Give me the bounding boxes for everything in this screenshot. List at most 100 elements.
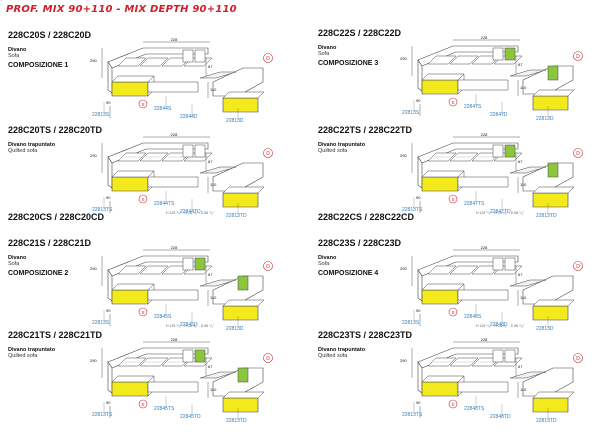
middle-seat	[147, 289, 199, 301]
back-cushion	[182, 49, 194, 63]
marker-s-label: S	[141, 102, 144, 107]
back-cushion	[504, 144, 516, 158]
width-dimension: 228	[481, 133, 488, 137]
marker-d	[573, 51, 583, 61]
seat-depth-dimension: 110	[210, 295, 217, 300]
module-code: 22845TD	[180, 414, 201, 420]
type-label-en: Sofa	[318, 51, 330, 57]
marker-s-label: S	[451, 402, 454, 407]
middle-seat	[457, 381, 509, 393]
model-code: 228C21TS / 228C21TD	[8, 330, 103, 340]
header-left: PROF. MIX 90+110	[6, 4, 113, 15]
seat-depth-dimension: 110	[520, 387, 527, 392]
seat-cushion	[427, 265, 457, 275]
highlight-module-left	[421, 289, 459, 305]
type-label-en: Sofa	[8, 53, 20, 59]
model-code: 228C20TS / 228C20TD	[8, 125, 103, 135]
page-header: PROF. MIX 90+110 - MIX DEPTH 90+110	[6, 4, 237, 15]
back-cushion	[504, 47, 516, 61]
sofa-armrest	[107, 61, 113, 94]
highlight-backrest-right	[547, 65, 559, 81]
type-label-it: Divano trapuntato	[8, 142, 56, 148]
type-label-en: Quilted sofa	[8, 148, 38, 154]
marker-d-label: D	[576, 264, 580, 270]
marker-s-label: S	[141, 310, 144, 315]
back-cushion	[194, 349, 206, 363]
seat-cushion	[449, 265, 479, 275]
highlight-module-left	[421, 176, 459, 192]
back-cushion	[492, 349, 504, 363]
highlight-module-right	[532, 95, 569, 111]
sofa-armrest	[417, 59, 423, 92]
marker-d	[573, 261, 583, 271]
marker-s	[138, 194, 148, 204]
marker-s-label: S	[141, 402, 144, 407]
height-dimension: 67	[208, 272, 213, 277]
header-right: MIX DEPTH 90+110	[124, 4, 237, 15]
module-depth-dimension: 90	[416, 98, 421, 103]
height-dimension: 67	[208, 64, 213, 69]
width-dimension: 228	[171, 338, 178, 342]
sofa-armrest	[417, 269, 423, 302]
type-label-en: Quilted sofa	[318, 148, 348, 154]
highlight-module-left	[111, 381, 149, 397]
model-code: 228C22TS / 228C22TD	[318, 125, 413, 135]
back-cushion	[194, 257, 206, 271]
middle-seat	[457, 289, 509, 301]
platform	[199, 166, 237, 174]
module-code: 22848D	[490, 322, 508, 328]
module-code: 22813TD	[226, 213, 247, 219]
height-dimension: 67	[518, 364, 523, 369]
highlight-module-left	[111, 81, 149, 97]
platform	[509, 371, 547, 379]
module-code: 22813S	[92, 320, 110, 326]
marker-s-label: S	[451, 100, 454, 105]
marker-d	[263, 148, 273, 158]
seat-cushion	[449, 55, 479, 65]
right-module	[212, 67, 264, 97]
height-dimension: 67	[518, 159, 523, 164]
depth-dimension: 290	[400, 153, 407, 158]
highlight-module-left	[111, 289, 149, 305]
marker-s	[138, 399, 148, 409]
back-cushion	[182, 144, 194, 158]
imperial-dimensions: H 129 ⁵/₈" - H 26 ³/₈" - D 86 ⁵/₈"	[476, 211, 525, 215]
model-code: 228C22S / 228C22D	[318, 28, 402, 38]
type-label-en: Sofa	[8, 261, 20, 267]
model-code: 228C23TS / 228C23TD	[318, 330, 413, 340]
back-cushion	[504, 257, 516, 271]
module-code: 22813S	[92, 112, 110, 118]
model-code: 228C20S / 228C20D	[8, 30, 92, 40]
back-cushion	[492, 257, 504, 271]
platform	[509, 166, 547, 174]
middle-seat	[147, 81, 199, 93]
height-dimension: 67	[518, 272, 523, 277]
module-code: 22848TD	[490, 414, 511, 420]
module-code: 22813D	[226, 326, 244, 332]
seat-depth-dimension: 110	[210, 182, 217, 187]
seat-cushion	[117, 57, 147, 67]
marker-s	[138, 99, 148, 109]
back-cushion	[194, 49, 206, 63]
module-depth-dimension: 90	[106, 400, 111, 405]
width-dimension: 228	[171, 133, 178, 137]
highlight-module-left	[111, 176, 149, 192]
marker-d	[263, 353, 273, 363]
depth-dimension: 290	[90, 358, 97, 363]
back-cushion	[194, 144, 206, 158]
platform	[199, 371, 237, 379]
module-code: 22813TS	[402, 207, 423, 213]
width-dimension: 228	[481, 338, 488, 342]
module-code: 22813D	[536, 326, 554, 332]
middle-seat	[457, 79, 509, 91]
marker-d-label: D	[266, 56, 270, 62]
marker-d-label: D	[266, 264, 270, 270]
marker-d-label: D	[576, 356, 580, 362]
composition-title: COMPOSIZIONE 1	[8, 62, 69, 69]
